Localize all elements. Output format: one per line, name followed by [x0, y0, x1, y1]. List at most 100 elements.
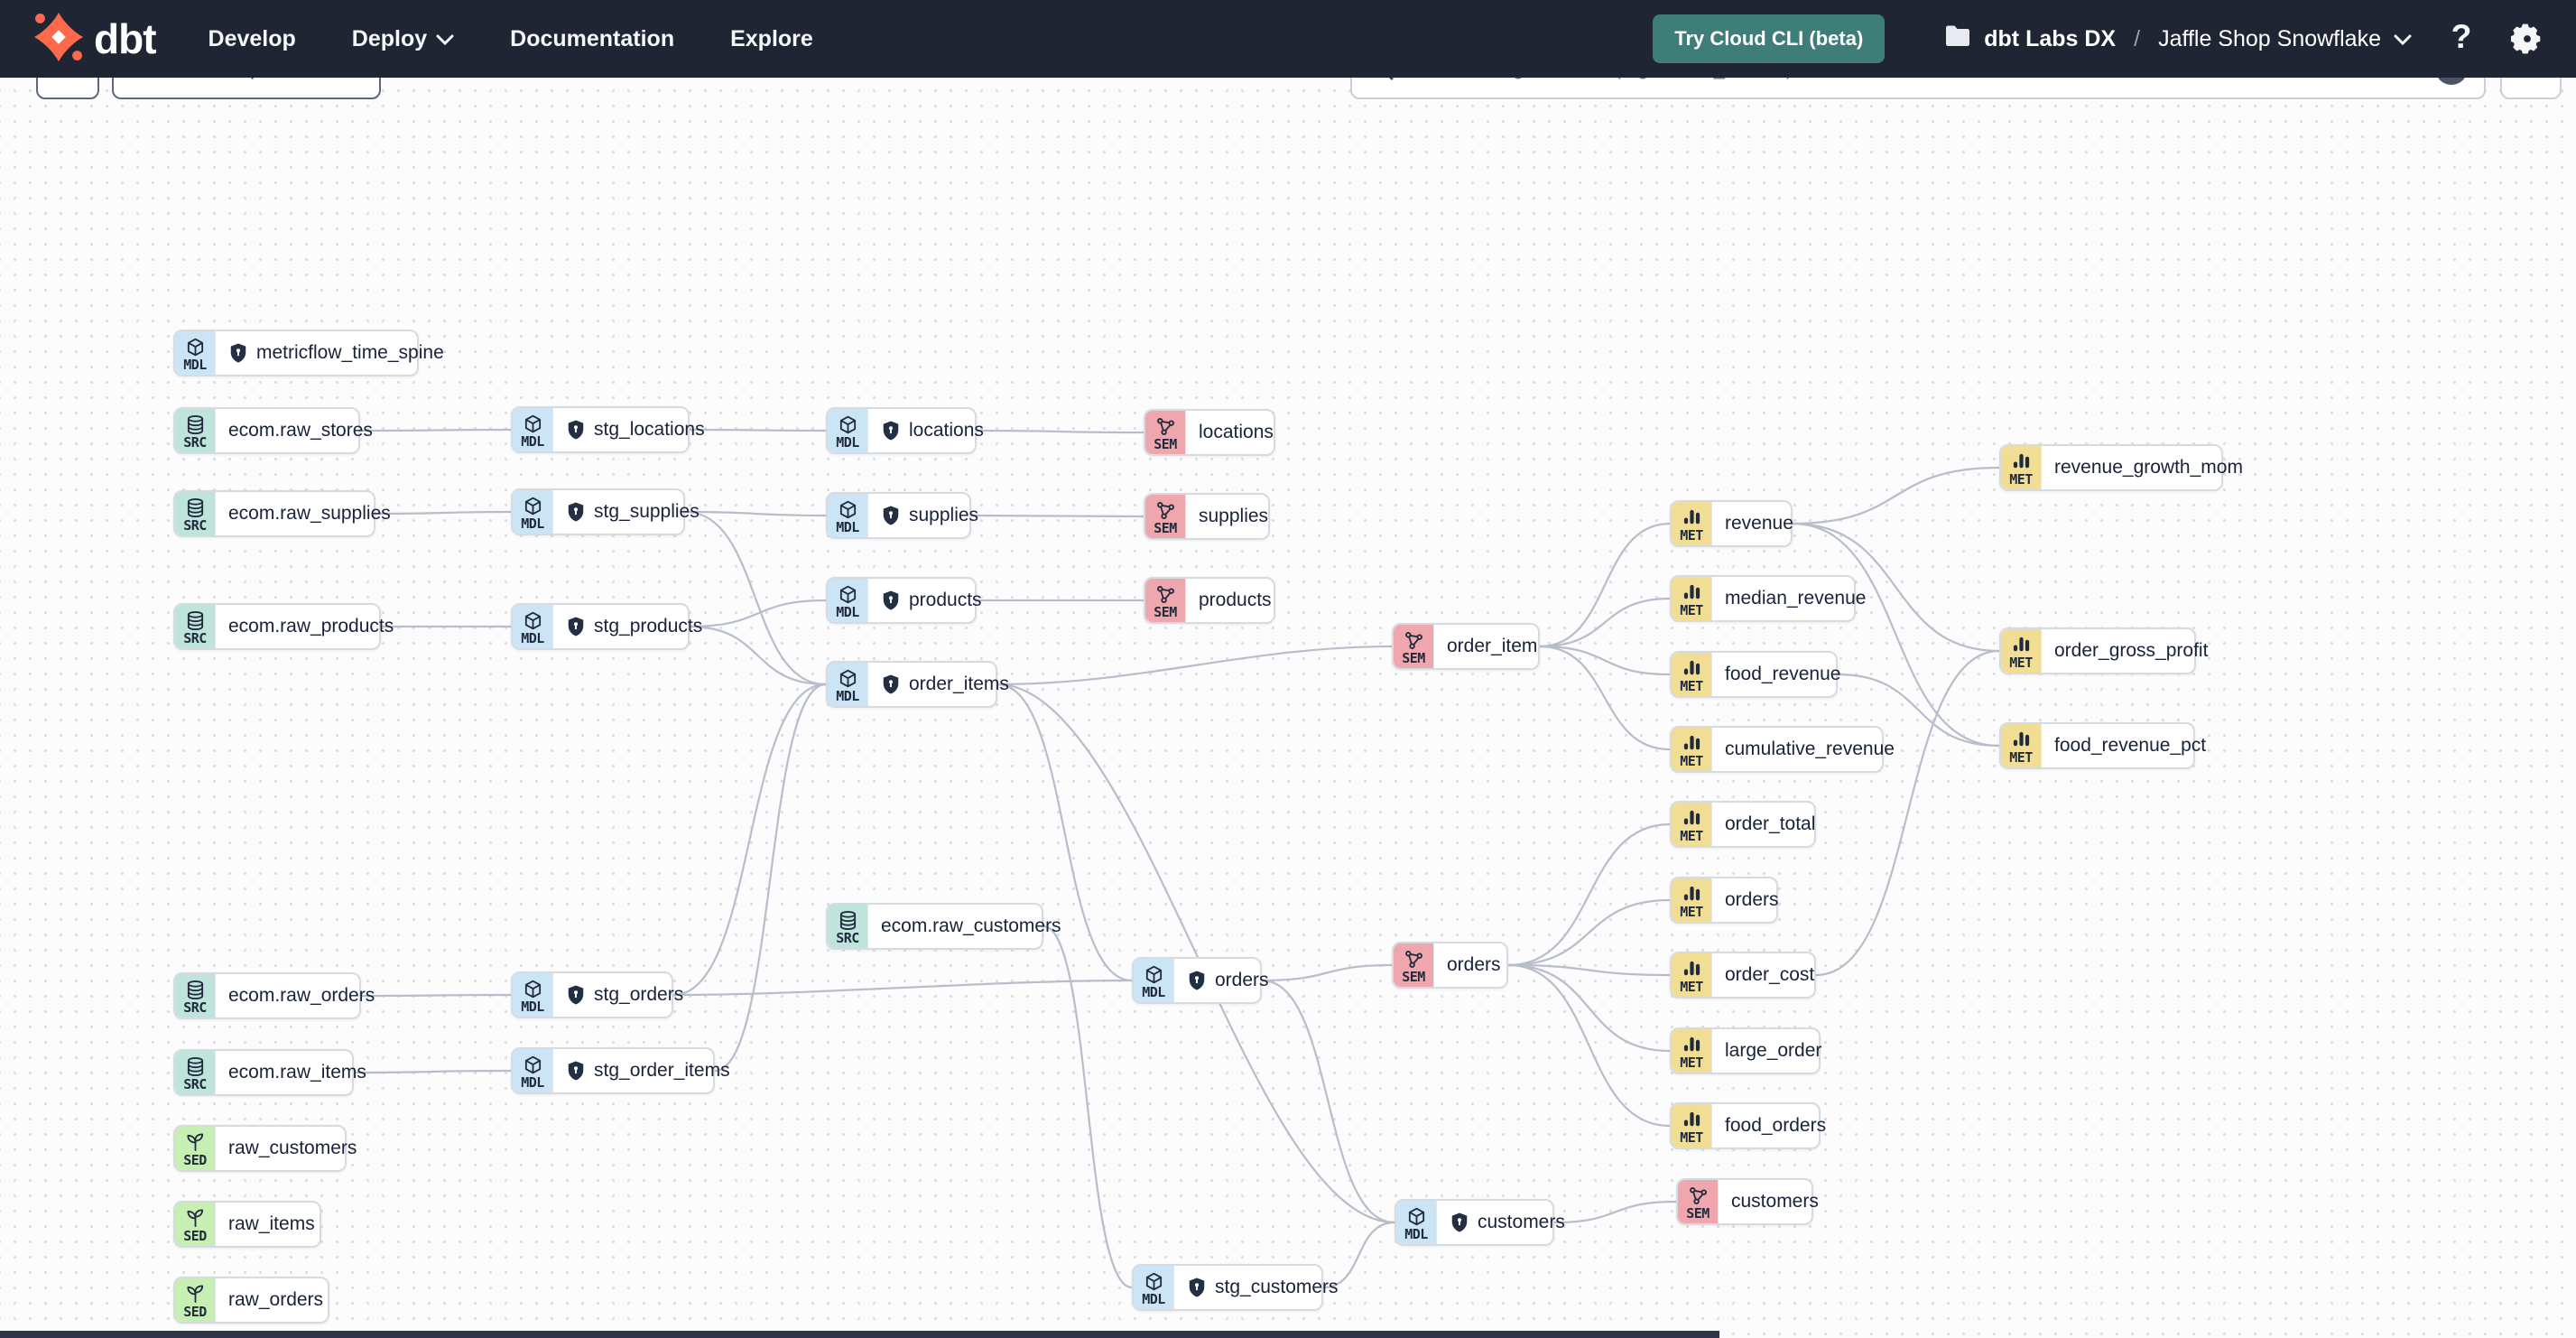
node-label: food_revenue_pct [2054, 735, 2207, 756]
node-type-label: MDL [521, 432, 544, 450]
node-label: ecom.raw_stores [228, 420, 373, 441]
node-label: food_orders [1725, 1115, 1827, 1136]
node-src_stores[interactable]: SRC ecom.raw_stores [173, 407, 373, 454]
edge-stg_supplies-to-order_items [684, 510, 827, 686]
node-body: large_order [1711, 1029, 1821, 1073]
node-label: products [1199, 590, 1272, 610]
node-label: customers [1731, 1191, 1819, 1212]
edge-src_customers-to-stg_customers [1042, 925, 1133, 1289]
node-type-label: SEM [1154, 603, 1177, 620]
edge-stg_orders-to-orders [672, 979, 1133, 997]
node-type-label: SRC [183, 629, 207, 646]
sed-badge: SED [175, 1203, 215, 1246]
node-src_customers[interactable]: SRC ecom.raw_customers [826, 903, 1061, 950]
project-selector[interactable]: Jaffle Shop Snowflake [2158, 25, 2381, 51]
account-name[interactable]: dbt Labs DX [1984, 25, 2117, 51]
node-stg_locations[interactable]: MDL stg_locations [511, 406, 705, 453]
metric-icon [1682, 1110, 1702, 1130]
met-badge: MET [1672, 577, 1711, 620]
node-label: stg_order_items [594, 1060, 730, 1081]
node-body: ecom.raw_orders [215, 974, 375, 1017]
node-body: supplies [1185, 495, 1268, 538]
node-label: ecom.raw_customers [881, 915, 1061, 936]
metric-icon [1682, 507, 1702, 528]
edge-met_revenue-to-met_order_gross_profit [1792, 522, 2000, 653]
mdl-badge: MDL [828, 663, 867, 706]
node-body: ecom.raw_items [215, 1051, 366, 1094]
horizontal-scrollbar[interactable] [0, 1331, 2576, 1338]
edge-order_items-to-customers [996, 683, 1395, 1224]
node-body: orders [1711, 878, 1779, 922]
semantic-model-icon [1688, 1185, 1709, 1206]
nav-explore[interactable]: Explore [730, 25, 813, 51]
semantic-model-icon [1155, 584, 1176, 605]
node-body: ecom.raw_stores [215, 409, 373, 452]
mdl-badge: MDL [828, 409, 867, 452]
node-body: order_total [1711, 803, 1815, 846]
try-cloud-cli-button[interactable]: Try Cloud CLI (beta) [1653, 14, 1886, 63]
nav-develop[interactable]: Develop [208, 25, 296, 51]
src-badge: SRC [175, 409, 215, 452]
met-badge: MET [2001, 446, 2041, 489]
gear-icon[interactable] [2511, 23, 2544, 55]
met-badge: MET [2001, 629, 2041, 673]
model-icon [838, 414, 858, 435]
nav-deploy[interactable]: Deploy [352, 26, 454, 52]
chevron-down-icon[interactable] [2394, 26, 2412, 52]
shield-icon [881, 590, 901, 611]
shield-icon [566, 616, 586, 637]
scrollbar-thumb[interactable] [0, 1331, 1719, 1338]
dbt-logo[interactable]: dbt [32, 11, 157, 68]
node-sem_products[interactable]: SEM products [1144, 577, 1275, 624]
help-icon[interactable]: ? [2448, 21, 2475, 57]
node-body: stg_locations [552, 408, 705, 451]
node-body: stg_order_items [552, 1049, 730, 1092]
node-body: order_item [1433, 625, 1538, 668]
nav-documentation[interactable]: Documentation [510, 25, 675, 51]
model-icon [523, 610, 543, 631]
node-body: revenue_growth_mom [2041, 446, 2243, 489]
node-body: stg_customers [1173, 1266, 1339, 1309]
node-body: food_revenue [1711, 653, 1840, 696]
shield-icon [1187, 970, 1207, 991]
node-type-label: SRC [836, 929, 859, 946]
